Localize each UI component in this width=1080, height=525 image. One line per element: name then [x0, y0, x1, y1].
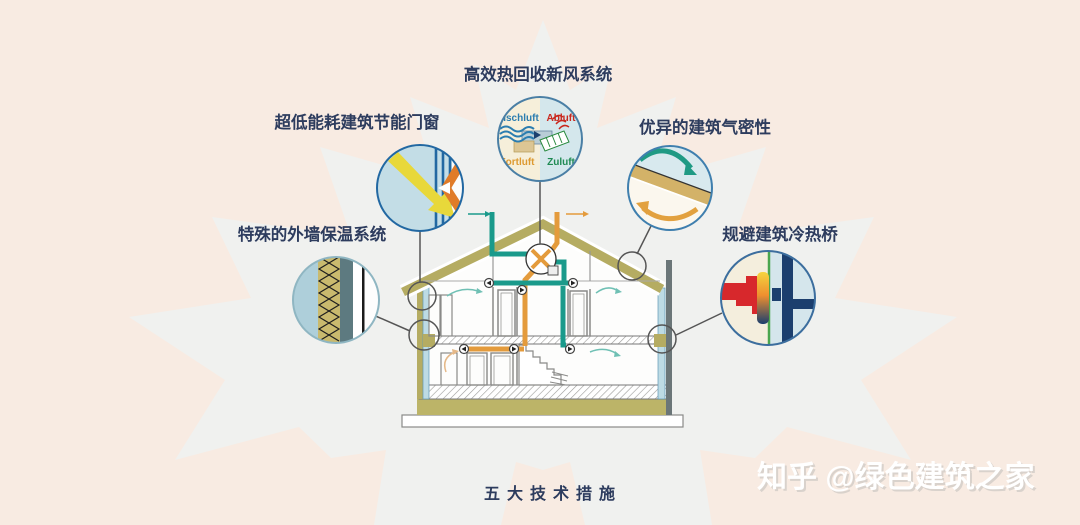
callout-insulation: 特殊的外墙保温系统: [238, 224, 387, 344]
sunlight-arrow: [388, 152, 455, 218]
term-frischluft: Frischluft: [493, 113, 539, 124]
house-cross-section: [399, 211, 684, 428]
anchor-circles: [407, 251, 677, 354]
foundation-slab: [401, 414, 684, 428]
bottom-title: 五大技术措施: [484, 484, 622, 503]
hx-green-channel: [539, 130, 570, 152]
svg-text:知乎 @绿色建筑之家: 知乎 @绿色建筑之家: [757, 460, 1035, 494]
anchor-thermal-bridge: [647, 324, 677, 354]
label-windows: 超低能耗建筑节能门窗: [275, 112, 440, 132]
right-wall-cladding: [666, 260, 672, 415]
callout-thermal-bridge: 规避建筑冷热桥: [720, 224, 838, 346]
exhaust-outlet-arrow: [566, 211, 589, 217]
anchor-window: [407, 281, 437, 311]
fresh-air-intake-arrow: [468, 211, 491, 217]
anchor-insulation: [408, 319, 440, 351]
interior-partitions: [428, 287, 591, 386]
staircase: [518, 344, 569, 386]
label-ventilation: 高效热回收新风系统: [464, 64, 613, 84]
callout-lines: [370, 182, 723, 336]
room-airflow-arrows: [443, 287, 622, 373]
callout-windows: 超低能耗建筑节能门窗: [275, 112, 464, 232]
left-wall-junction-block: [423, 334, 435, 347]
term-zuluft: Zuluft: [547, 157, 575, 168]
air-vents: [458, 277, 579, 355]
heat-exchanger-unit: [525, 243, 559, 276]
base-insulation: [417, 399, 669, 415]
term-abluft: Abluft: [547, 113, 577, 124]
anchor-airtightness: [617, 251, 647, 281]
left-wall-olive: [417, 280, 423, 399]
ground-floor-slab: [418, 384, 668, 400]
label-thermal-bridge: 规避建筑冷热桥: [722, 224, 838, 244]
second-floor-slab: [418, 335, 668, 345]
heat-flow-arrow: [721, 276, 762, 314]
label-insulation: 特殊的外墙保温系统: [238, 224, 387, 244]
callout-airtightness: 优异的建筑气密性: [627, 117, 771, 231]
label-airtightness: 优异的建筑气密性: [639, 117, 771, 137]
right-wall-junction-block: [654, 334, 666, 347]
watermark: 知乎 @绿色建筑之家 知乎 @绿色建筑之家: [757, 460, 1037, 496]
term-fortluft: Fortluft: [500, 157, 536, 168]
airtight-membrane: [628, 162, 712, 207]
roof-band: [401, 218, 665, 297]
svg-text:知乎 @绿色建筑之家: 知乎 @绿色建筑之家: [759, 462, 1037, 496]
